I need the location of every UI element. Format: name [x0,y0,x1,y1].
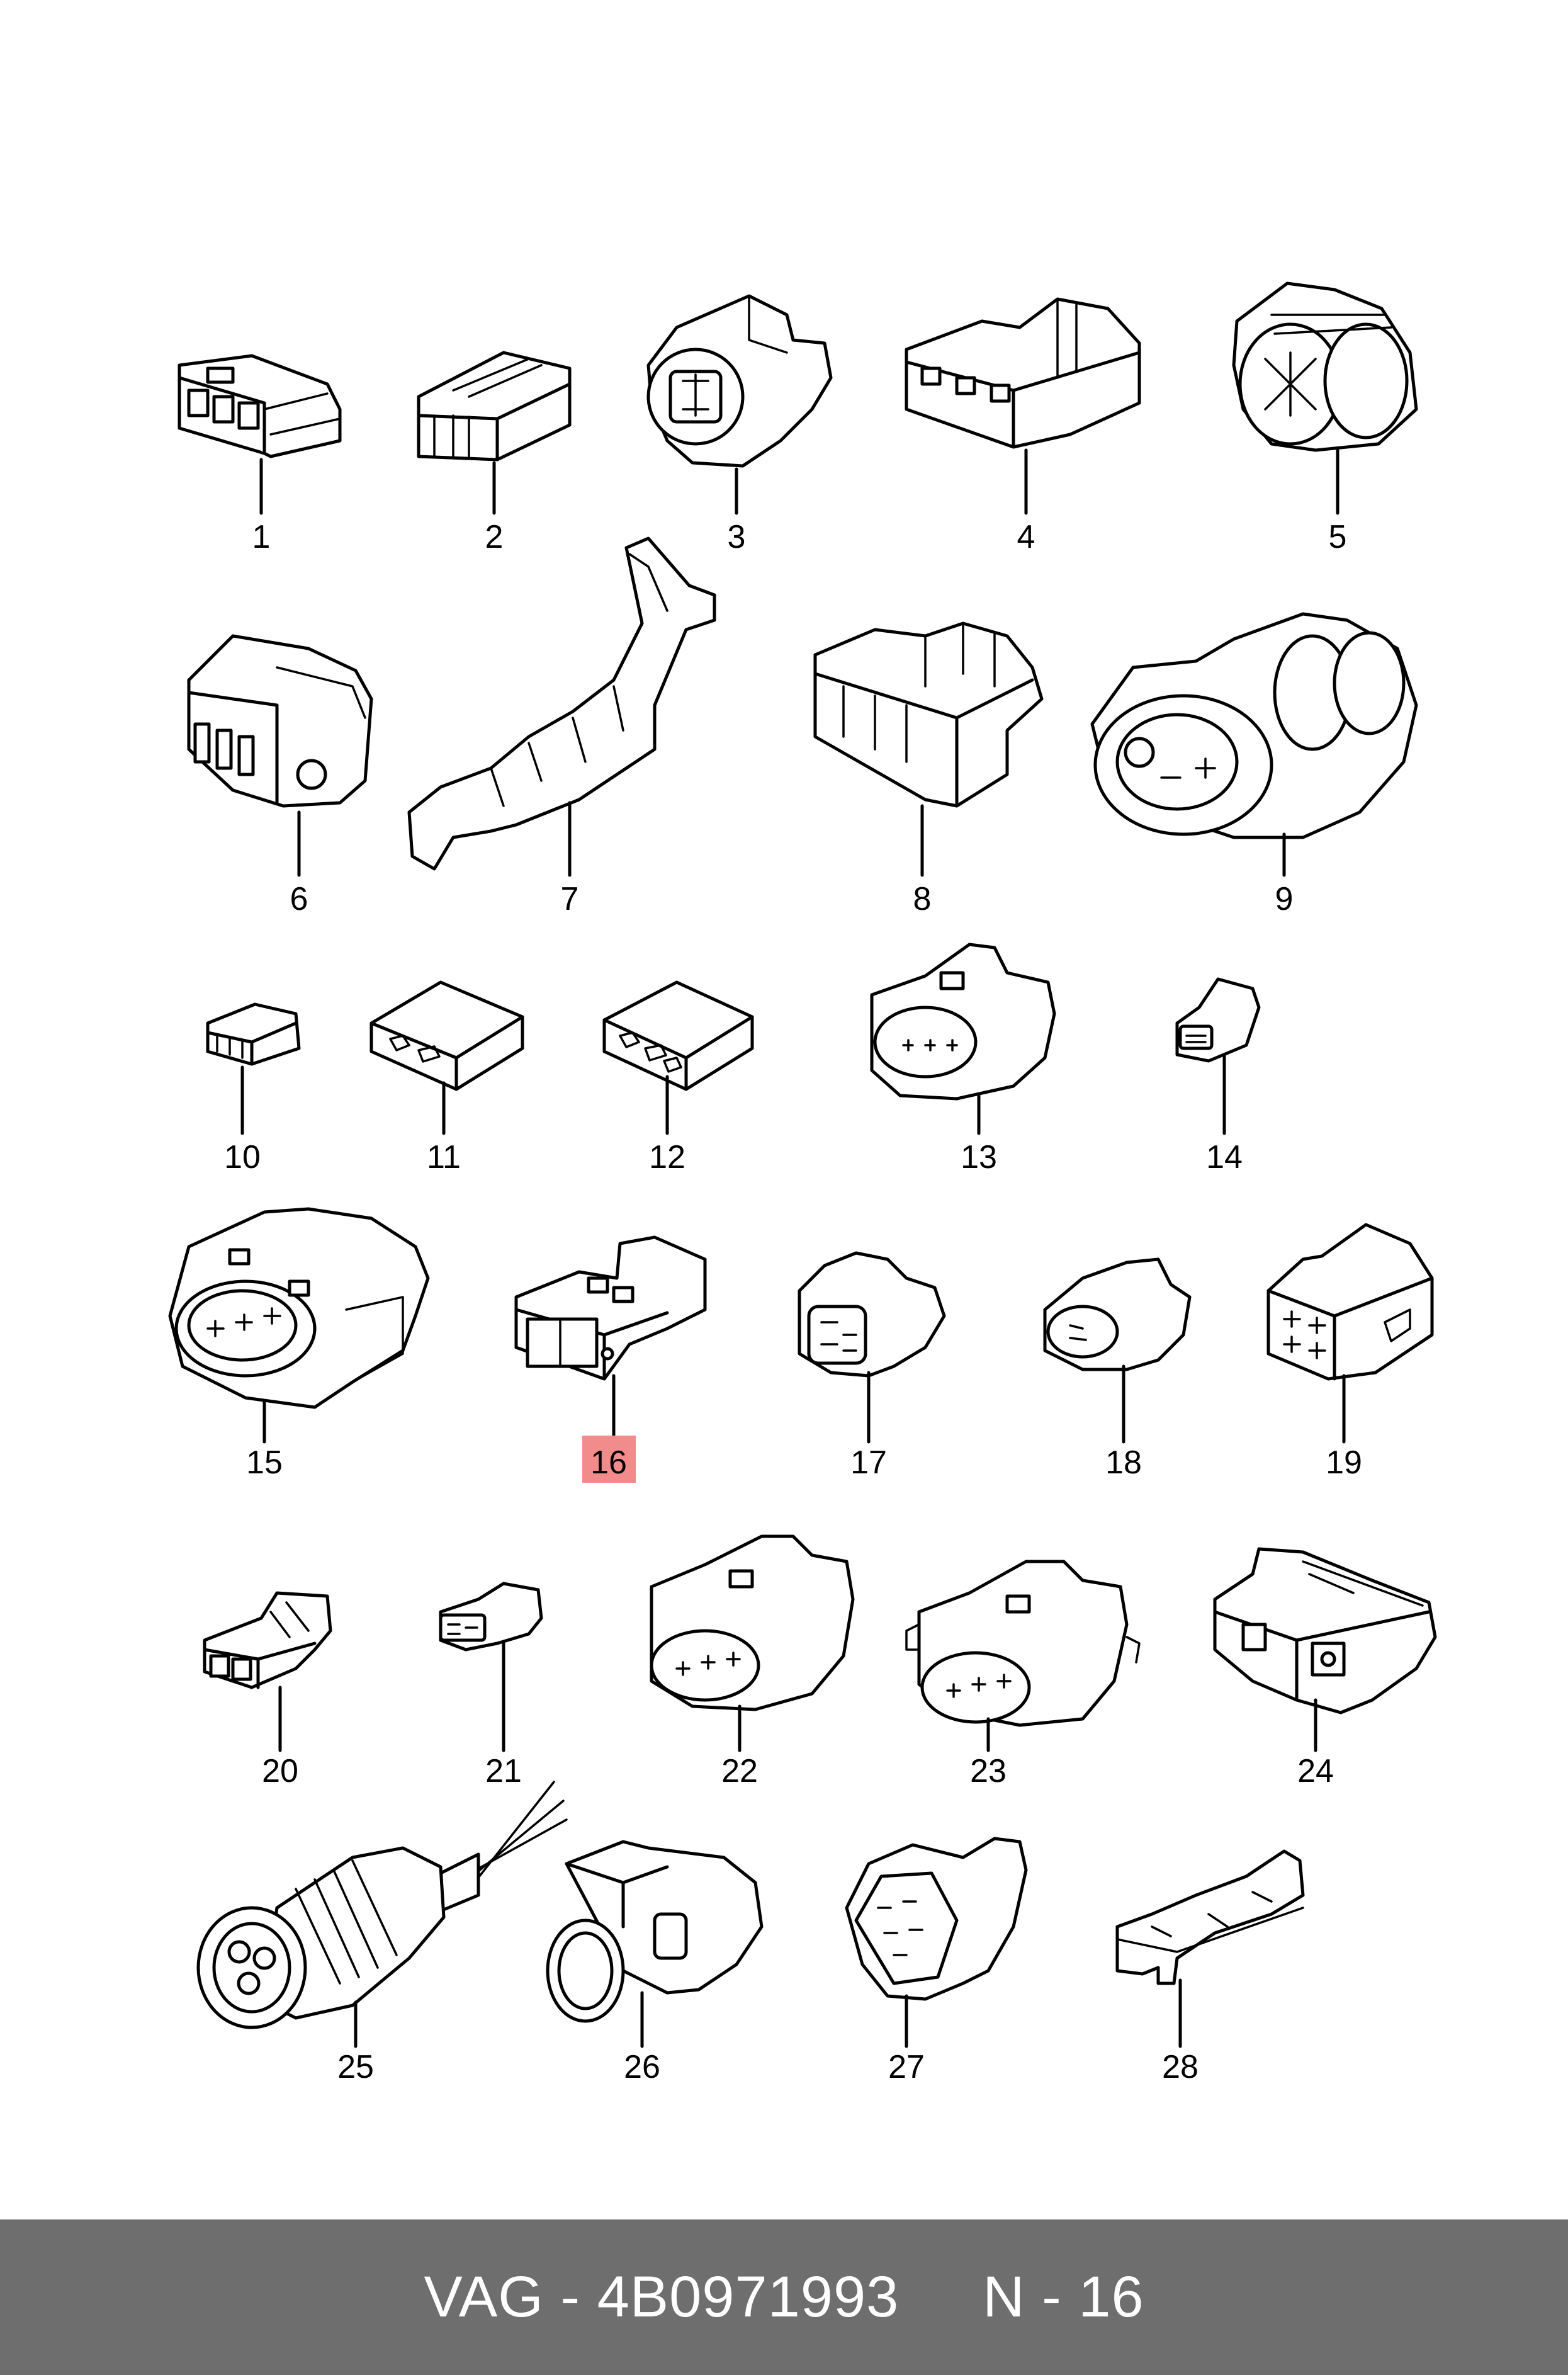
part-27[interactable] [845,1837,1028,2048]
highlight-box [582,1436,636,1483]
part-label-14: 14 [1206,1139,1243,1176]
part-label-11: 11 [427,1139,461,1176]
part-18[interactable] [1043,1257,1192,1444]
part-6[interactable] [187,634,373,877]
part-label-15: 15 [246,1444,283,1481]
part-label-7: 7 [561,881,579,917]
part-label-2: 2 [485,519,504,555]
part-16[interactable] [514,1235,707,1437]
part-1[interactable] [178,354,342,515]
part-label-10: 10 [224,1139,261,1176]
part-9[interactable] [1090,612,1418,877]
part-label-13: 13 [961,1139,997,1176]
part-label-8: 8 [913,881,932,917]
part-label-28: 28 [1162,2049,1199,2085]
part-3[interactable] [646,294,833,515]
part-28[interactable] [1115,1849,1305,2048]
part-2[interactable] [417,351,572,515]
part-17[interactable] [798,1251,946,1444]
part-14[interactable] [1175,977,1261,1135]
part-label-1: 1 [252,519,271,555]
part-label-9: 9 [1275,881,1294,917]
part-24[interactable] [1213,1547,1437,1752]
parts-diagram: 1 2 3 4 5 6 [168,281,1437,2085]
part-23[interactable] [905,1560,1141,1752]
part-label-25: 25 [337,2049,374,2085]
part-label-24: 24 [1297,1753,1334,1789]
part-label-22: 22 [721,1753,758,1789]
part-4[interactable] [905,297,1141,515]
part-26[interactable] [546,1840,764,2048]
footer-part-number: VAG - 4B0971993 N - 16 [424,2265,1144,2329]
part-12[interactable] [602,980,754,1135]
part-21[interactable] [439,1582,543,1752]
part-7[interactable] [407,536,716,877]
part-25[interactable] [196,1781,568,2048]
part-22[interactable] [650,1534,855,1752]
part-label-27: 27 [888,2049,925,2085]
part-label-6: 6 [290,881,308,917]
part-11[interactable] [369,980,524,1135]
part-label-17: 17 [850,1444,887,1481]
part-label-26: 26 [624,2049,660,2085]
part-label-18: 18 [1105,1444,1142,1481]
part-8[interactable] [813,621,1044,877]
part-19[interactable] [1266,1223,1434,1444]
part-10[interactable] [206,1002,301,1135]
part-5[interactable] [1232,281,1418,515]
part-label-5: 5 [1329,519,1347,555]
part-label-23: 23 [970,1753,1007,1789]
part-label-4: 4 [1017,519,1035,555]
part-label-20: 20 [262,1753,298,1789]
part-20[interactable] [203,1591,332,1752]
part-label-21: 21 [485,1753,522,1789]
part-13[interactable] [870,943,1056,1135]
footer-bar: VAG - 4B0971993 N - 16 [0,2219,1568,2375]
part-label-19: 19 [1326,1444,1362,1481]
part-label-16: 16 [590,1444,627,1481]
part-label-12: 12 [649,1139,685,1176]
part-15[interactable] [168,1207,430,1444]
part-label-3: 3 [728,519,746,555]
